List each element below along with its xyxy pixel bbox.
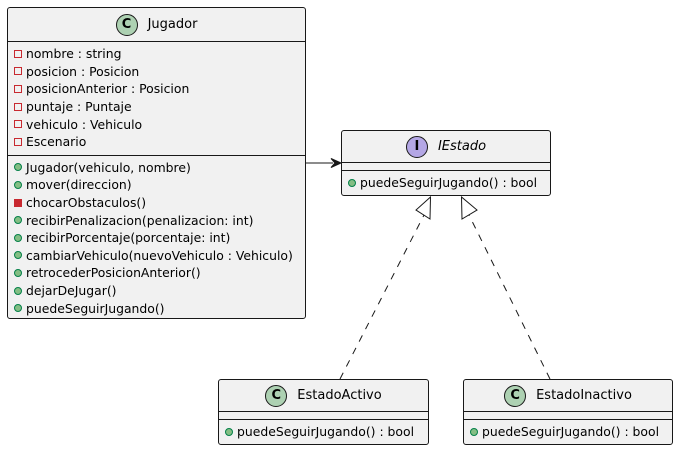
class-header: I IEstado (342, 131, 550, 163)
method-row: retrocederPosicionAnterior() (8, 264, 305, 282)
private-visibility-icon (14, 120, 22, 129)
private-visibility-icon (14, 198, 22, 207)
method-row: Jugador(vehiculo, nombre) (8, 159, 305, 177)
methods-section: puedeSeguirJugando() : bool (464, 420, 672, 445)
class-jugador[interactable]: C Jugador nombre : string posicion : Pos… (7, 7, 306, 319)
method-row: recibirPenalizacion(penalizacion: int) (8, 211, 305, 229)
method-row: chocarObstaculos() (8, 194, 305, 212)
method-row: puedeSeguirJugando() : bool (342, 174, 550, 192)
method-row: mover(direccion) (8, 176, 305, 194)
class-stereotype-icon: C (504, 384, 527, 407)
class-name: IEstado (437, 139, 487, 154)
public-visibility-icon (14, 268, 22, 277)
class-estadoinactivo[interactable]: C EstadoInactivo puedeSeguirJugando() : … (463, 379, 673, 445)
public-visibility-icon (470, 427, 478, 436)
method-row: recibirPorcentaje(porcentaje: int) (8, 229, 305, 247)
method-row: dejarDeJugar() (8, 282, 305, 300)
method-row: cambiarVehiculo(nuevoVehiculo : Vehiculo… (8, 247, 305, 265)
class-name: EstadoActivo (297, 388, 382, 403)
class-stereotype-icon: C (265, 384, 288, 407)
class-header: C Jugador (8, 8, 305, 42)
attributes-section: nombre : string posicion : Posicion posi… (8, 42, 305, 156)
public-visibility-icon (14, 286, 22, 295)
public-visibility-icon (14, 216, 22, 225)
class-header: C EstadoInactivo (464, 380, 672, 412)
public-visibility-icon (14, 304, 22, 313)
realization-triangle-activo (415, 195, 432, 220)
attribute-row: puntaje : Puntaje (8, 98, 305, 116)
class-name: EstadoInactivo (536, 388, 632, 403)
interface-stereotype-icon: I (405, 135, 428, 158)
association-arrowhead (330, 158, 343, 168)
realization-line-inactivo (468, 214, 551, 380)
private-visibility-icon (14, 49, 22, 58)
private-visibility-icon (14, 137, 22, 146)
attribute-row: vehiculo : Vehiculo (8, 115, 305, 133)
private-visibility-icon (14, 102, 22, 111)
class-name: Jugador (147, 17, 198, 32)
attributes-section (219, 412, 428, 420)
public-visibility-icon (14, 180, 22, 189)
attribute-row: Escenario (8, 133, 305, 151)
attribute-row: posicionAnterior : Posicion (8, 80, 305, 98)
public-visibility-icon (14, 251, 22, 260)
public-visibility-icon (348, 178, 356, 187)
attribute-row: posicion : Posicion (8, 63, 305, 81)
interface-iestado[interactable]: I IEstado puedeSeguirJugando() : bool (341, 130, 551, 196)
public-visibility-icon (14, 233, 22, 242)
methods-section: puedeSeguirJugando() : bool (219, 420, 428, 445)
realization-triangle-inactivo (460, 195, 478, 220)
methods-section: Jugador(vehiculo, nombre) mover(direccio… (8, 156, 305, 321)
public-visibility-icon (225, 427, 233, 436)
method-row: puedeSeguirJugando() : bool (464, 423, 672, 441)
realization-line-activo (339, 214, 425, 380)
method-row: puedeSeguirJugando() : bool (219, 423, 428, 441)
class-stereotype-icon: C (115, 13, 138, 36)
attributes-section (464, 412, 672, 420)
class-estadoactivo[interactable]: C EstadoActivo puedeSeguirJugando() : bo… (218, 379, 429, 445)
attribute-row: nombre : string (8, 45, 305, 63)
attributes-section (342, 163, 550, 171)
public-visibility-icon (14, 163, 22, 172)
methods-section: puedeSeguirJugando() : bool (342, 171, 550, 196)
private-visibility-icon (14, 67, 22, 76)
method-row: puedeSeguirJugando() (8, 299, 305, 317)
class-header: C EstadoActivo (219, 380, 428, 412)
private-visibility-icon (14, 84, 22, 93)
